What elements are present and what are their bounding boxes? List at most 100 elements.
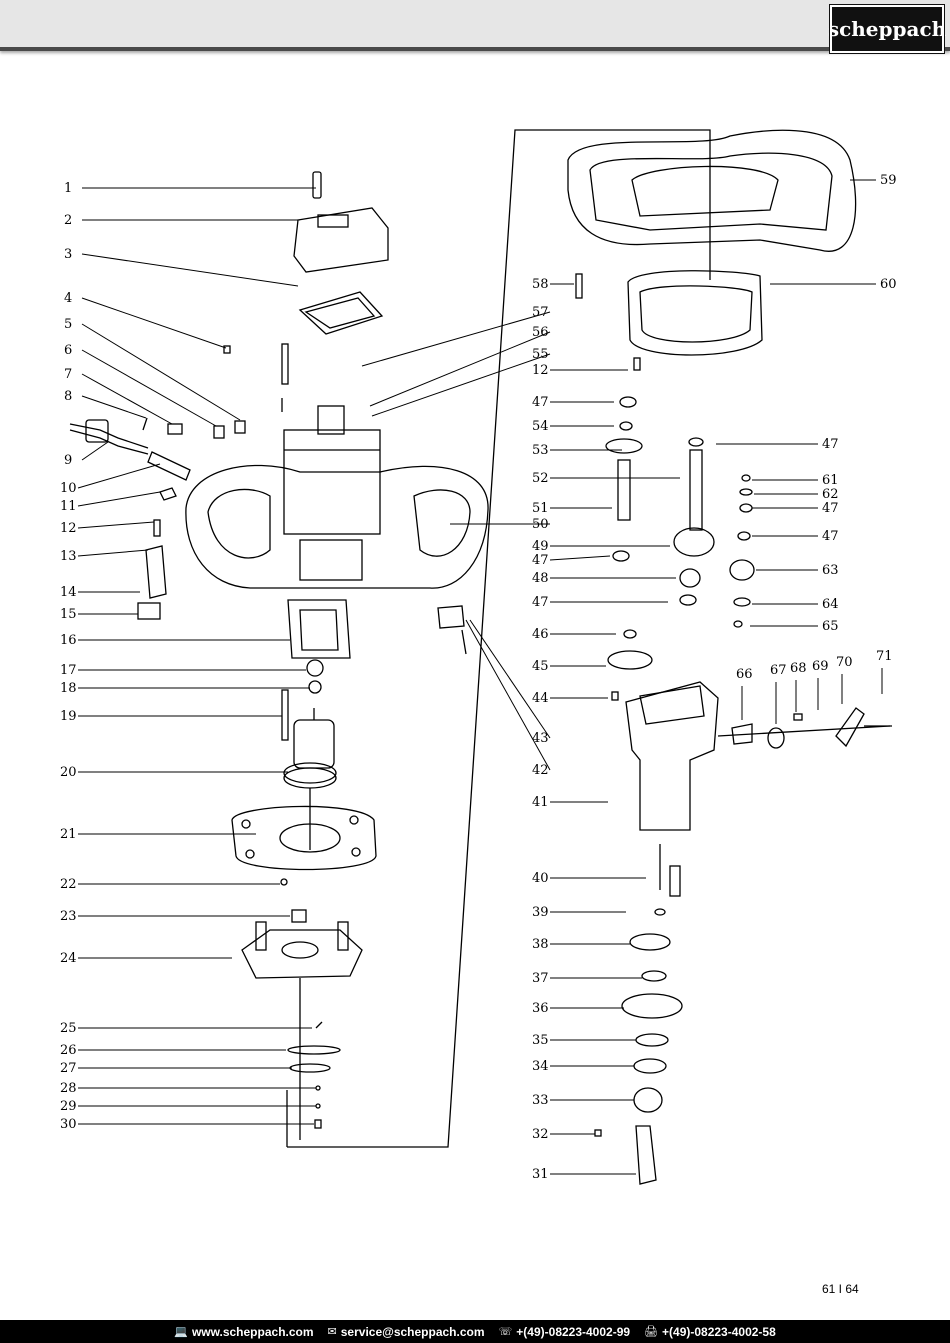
footer-fax[interactable]: 🖨 +(49)-08223-4002-58: [644, 1324, 776, 1339]
part-label: 57: [532, 305, 549, 320]
part-label: 67: [770, 663, 787, 678]
part-label: 66: [736, 667, 753, 682]
part-label: 35: [532, 1033, 549, 1048]
footer-website[interactable]: 💻 www.scheppach.com: [174, 1324, 314, 1339]
gear-train-right: [729, 474, 755, 628]
leader-line: [81, 441, 109, 461]
top-cap-group: [293, 171, 389, 335]
cover-plate: [231, 805, 377, 886]
part-label: 6: [64, 343, 72, 358]
part-label: 47: [822, 437, 839, 452]
part-label: 47: [532, 553, 549, 568]
part-label: 39: [532, 905, 549, 920]
field-coil: [281, 599, 351, 769]
part-label: 53: [532, 443, 549, 458]
part-label: 12: [60, 521, 77, 536]
footer-bar: 💻 www.scheppach.com ✉ service@scheppach.…: [0, 1320, 950, 1343]
part-label: 45: [532, 659, 549, 674]
part-label: 44: [532, 691, 549, 706]
power-cord: [69, 419, 191, 481]
part-label: 52: [532, 471, 549, 486]
leader-line: [369, 331, 551, 407]
leader-line: [77, 521, 155, 529]
part-label: 49: [532, 539, 549, 554]
part-label: 71: [876, 649, 893, 664]
leader-line: [371, 353, 551, 417]
part-label: 69: [812, 659, 829, 674]
part-label: 33: [532, 1093, 549, 1108]
part-label: 27: [60, 1061, 77, 1076]
part-label: 28: [60, 1081, 77, 1096]
monitor-icon: 💻: [174, 1326, 188, 1338]
part-label: 10: [60, 481, 77, 496]
part-label: 26: [60, 1043, 77, 1058]
part-label: 14: [60, 585, 77, 600]
part-label: 23: [60, 909, 77, 924]
part-label: 4: [64, 291, 72, 306]
gear-train-left: [605, 396, 643, 562]
part-label: 9: [64, 453, 72, 468]
leader-line: [549, 555, 611, 561]
part-label: 13: [60, 549, 77, 564]
page-number: 61 I 64: [822, 1282, 859, 1296]
part-label: 47: [822, 501, 839, 516]
part-label: 51: [532, 501, 549, 516]
part-label: 34: [532, 1059, 549, 1074]
leader-line: [81, 395, 147, 419]
part-label: 47: [532, 395, 549, 410]
footer-email[interactable]: ✉ service@scheppach.com: [327, 1324, 485, 1339]
part-label: 64: [822, 597, 839, 612]
handle-housing: [185, 405, 489, 589]
brand-logo[interactable]: scheppach: [828, 4, 946, 54]
leader-line: [361, 311, 551, 367]
leader-line: [77, 463, 161, 489]
part-label: 18: [60, 681, 77, 696]
switch-parts: [137, 487, 177, 620]
part-label: 58: [532, 277, 549, 292]
part-label: 36: [532, 1001, 549, 1016]
leader-line: [81, 297, 227, 349]
spring-parts: [281, 343, 467, 655]
part-label: 43: [532, 731, 549, 746]
part-label: 40: [532, 871, 549, 886]
leader-line: [81, 349, 217, 427]
part-label: 30: [60, 1117, 77, 1132]
part-label: 65: [822, 619, 839, 634]
part-label: 50: [532, 517, 549, 532]
assembly-boundary-line: [287, 129, 711, 1148]
part-label: 16: [60, 633, 77, 648]
gear-housing-base: [241, 909, 363, 1140]
leader-line: [81, 373, 173, 425]
part-label: 19: [60, 709, 77, 724]
part-label: 46: [532, 627, 549, 642]
part-label: 41: [532, 795, 549, 810]
part-label: 5: [64, 317, 72, 332]
part-label: 70: [836, 655, 853, 670]
leader-line: [81, 253, 299, 287]
part-label: 47: [532, 595, 549, 610]
armature-gear: [283, 762, 337, 850]
part-label: 32: [532, 1127, 549, 1142]
part-label: 60: [880, 277, 897, 292]
part-label: 12: [532, 363, 549, 378]
part-label: 59: [880, 173, 897, 188]
part-label: 42: [532, 763, 549, 778]
part-label: 68: [790, 661, 807, 676]
lower-small-parts: [287, 1021, 341, 1129]
part-label: 3: [64, 247, 72, 262]
part-label: 31: [532, 1167, 549, 1182]
leader-line: [77, 549, 149, 557]
part-label: 2: [64, 213, 72, 228]
exploded-parts-diagram: 1234567891011121314151617181920212223242…: [60, 129, 897, 1185]
part-label: 63: [822, 563, 839, 578]
footer-phone[interactable]: ☏ +(49)-08223-4002-99: [498, 1324, 631, 1339]
part-label: 11: [60, 499, 77, 514]
part-label: 37: [532, 971, 549, 986]
part-label: 1: [64, 181, 72, 196]
envelope-icon: ✉: [327, 1326, 337, 1338]
part-label: 15: [60, 607, 77, 622]
brush-parts: [142, 345, 246, 439]
gear-train-middle: [673, 437, 715, 606]
part-label: 62: [822, 487, 839, 502]
leader-line: [81, 323, 241, 421]
